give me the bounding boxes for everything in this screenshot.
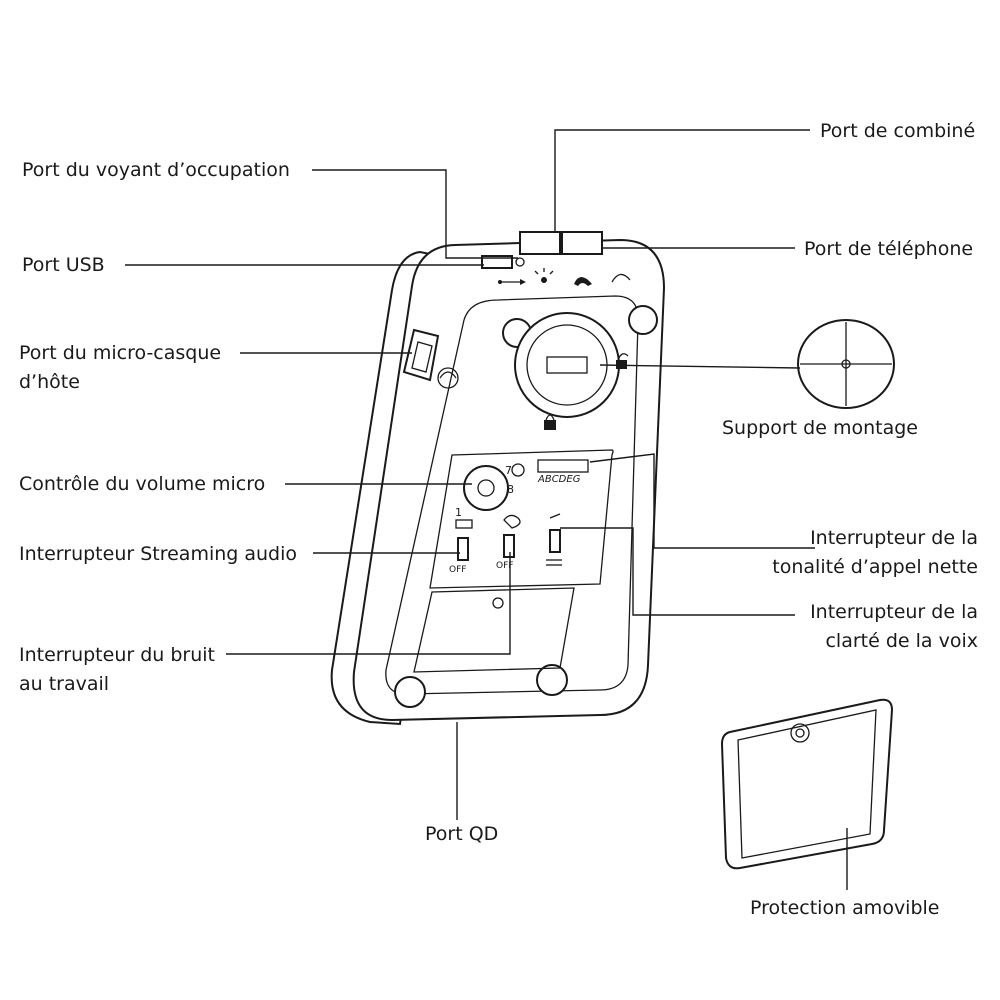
switch-off-middle: OFF xyxy=(496,561,513,571)
dial-digit-8: 8 xyxy=(507,483,514,496)
callout-labels: Port de combiné Port du voyant d’occupat… xyxy=(19,120,978,919)
label-qd-port: Port QD xyxy=(425,823,498,845)
label-host-headset-port-1: Port du micro-casque xyxy=(19,342,221,364)
label-host-headset-port-2: d’hôte xyxy=(19,371,80,393)
leader-voice-clarity xyxy=(560,527,795,616)
usb-icon xyxy=(498,279,526,285)
tone-code-label: ABCDEG xyxy=(537,474,581,485)
control-panel: 7 8 1 ABCDEG OFF OFF xyxy=(429,449,614,589)
telephone-icon xyxy=(611,273,631,283)
label-usb-port: Port USB xyxy=(22,254,105,276)
busy-light-port xyxy=(515,257,525,267)
leader-lines xyxy=(125,129,848,890)
host-headset-port xyxy=(402,328,440,382)
label-clear-dial-tone-2: tonalité d’appel nette xyxy=(772,556,978,578)
busy-light-icon xyxy=(534,268,554,283)
handset-port xyxy=(519,231,561,255)
leader-busy-light-port xyxy=(312,169,518,259)
label-handset-port: Port de combiné xyxy=(820,120,975,142)
label-voice-clarity-2: clarté de la voix xyxy=(825,630,978,652)
top-port-icons xyxy=(498,268,631,286)
handset-icon xyxy=(574,277,592,286)
mic-volume-dial xyxy=(463,465,509,511)
label-telephone-port: Port de téléphone xyxy=(804,238,973,260)
unlock-icon xyxy=(616,353,629,369)
dial-digit-7: 7 xyxy=(505,464,512,477)
label-office-noise-2: au travail xyxy=(19,673,109,695)
voice-clarity-switch xyxy=(549,529,561,553)
label-mounting-bracket: Support de montage xyxy=(722,417,918,439)
lock-icon xyxy=(544,414,556,430)
label-busy-light-port: Port du voyant d’occupation xyxy=(22,159,290,181)
label-office-noise-1: Interrupteur du bruit xyxy=(19,644,215,666)
telephone-port xyxy=(561,231,603,255)
label-removable-cover: Protection amovible xyxy=(750,897,940,919)
label-mic-volume-control: Contrôle du volume micro xyxy=(19,473,265,495)
label-audio-streaming-switch: Interrupteur Streaming audio xyxy=(19,543,297,565)
mounting-bracket xyxy=(797,319,895,409)
audio-streaming-switch xyxy=(457,537,469,561)
mounting-screw-icon xyxy=(841,359,851,369)
label-clear-dial-tone-1: Interrupteur de la xyxy=(810,527,978,549)
office-noise-switch xyxy=(503,534,515,558)
switch-off-left: OFF xyxy=(449,565,466,575)
usb-port xyxy=(481,255,513,269)
lower-recess xyxy=(413,587,575,673)
removable-cover xyxy=(720,698,894,870)
leader-clear-dial-tone xyxy=(589,453,815,549)
headset-jack-icon xyxy=(437,367,459,389)
label-voice-clarity-1: Interrupteur de la xyxy=(810,601,978,623)
leader-handset-port xyxy=(554,129,810,232)
leader-mounting-bracket xyxy=(599,364,801,369)
leader-office-noise xyxy=(226,552,511,655)
dial-digit-1: 1 xyxy=(455,506,462,519)
